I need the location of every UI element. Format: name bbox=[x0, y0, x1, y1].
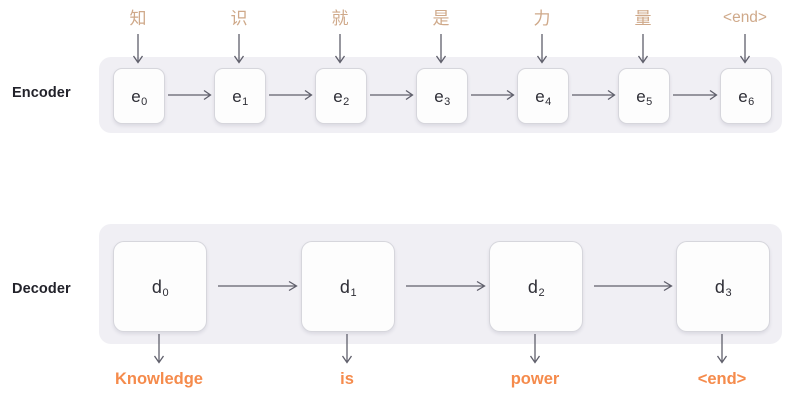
encoder-row-label: Encoder bbox=[12, 85, 71, 101]
source-token-6: <end> bbox=[723, 9, 767, 26]
source-token-0: 知 bbox=[129, 9, 147, 28]
encoder-cell-1-label: e1 bbox=[232, 86, 249, 108]
encoder-cell-4[interactable]: e4 bbox=[517, 68, 569, 124]
encoder-cell-5[interactable]: e5 bbox=[618, 68, 670, 124]
source-token-2: 就 bbox=[331, 9, 349, 28]
source-token-3: 是 bbox=[432, 9, 450, 28]
encoder-cell-3[interactable]: e3 bbox=[416, 68, 468, 124]
encoder-cell-6[interactable]: e6 bbox=[720, 68, 772, 124]
decoder-row-label: Decoder bbox=[12, 281, 71, 297]
decoder-cell-3[interactable]: d3 bbox=[676, 241, 770, 332]
encoder-cell-4-label: e4 bbox=[535, 86, 552, 108]
encoder-cell-6-label: e6 bbox=[738, 86, 755, 108]
decoder-cell-0-label: d0 bbox=[151, 276, 169, 299]
encoder-cell-5-label: e5 bbox=[636, 86, 653, 108]
encoder-cell-0-label: e0 bbox=[131, 86, 148, 108]
source-token-5: 量 bbox=[634, 9, 652, 28]
encoder-cell-3-label: e3 bbox=[434, 86, 451, 108]
decoder-cell-2-label: d2 bbox=[527, 276, 545, 299]
encoder-cell-0[interactable]: e0 bbox=[113, 68, 165, 124]
output-token-1: is bbox=[340, 370, 354, 388]
encoder-cell-2-label: e2 bbox=[333, 86, 350, 108]
encoder-cell-2[interactable]: e2 bbox=[315, 68, 367, 124]
output-token-2: power bbox=[510, 370, 560, 388]
decoder-cell-0[interactable]: d0 bbox=[113, 241, 207, 332]
source-token-1: 识 bbox=[230, 9, 248, 28]
decoder-cell-2[interactable]: d2 bbox=[489, 241, 583, 332]
decoder-cell-1-label: d1 bbox=[339, 276, 357, 299]
decoder-cell-1[interactable]: d1 bbox=[301, 241, 395, 332]
output-token-3: <end> bbox=[697, 370, 747, 388]
output-token-0: Knowledge bbox=[114, 370, 203, 388]
decoder-cell-3-label: d3 bbox=[714, 276, 732, 299]
encoder-cell-1[interactable]: e1 bbox=[214, 68, 266, 124]
source-token-4: 力 bbox=[533, 9, 551, 28]
